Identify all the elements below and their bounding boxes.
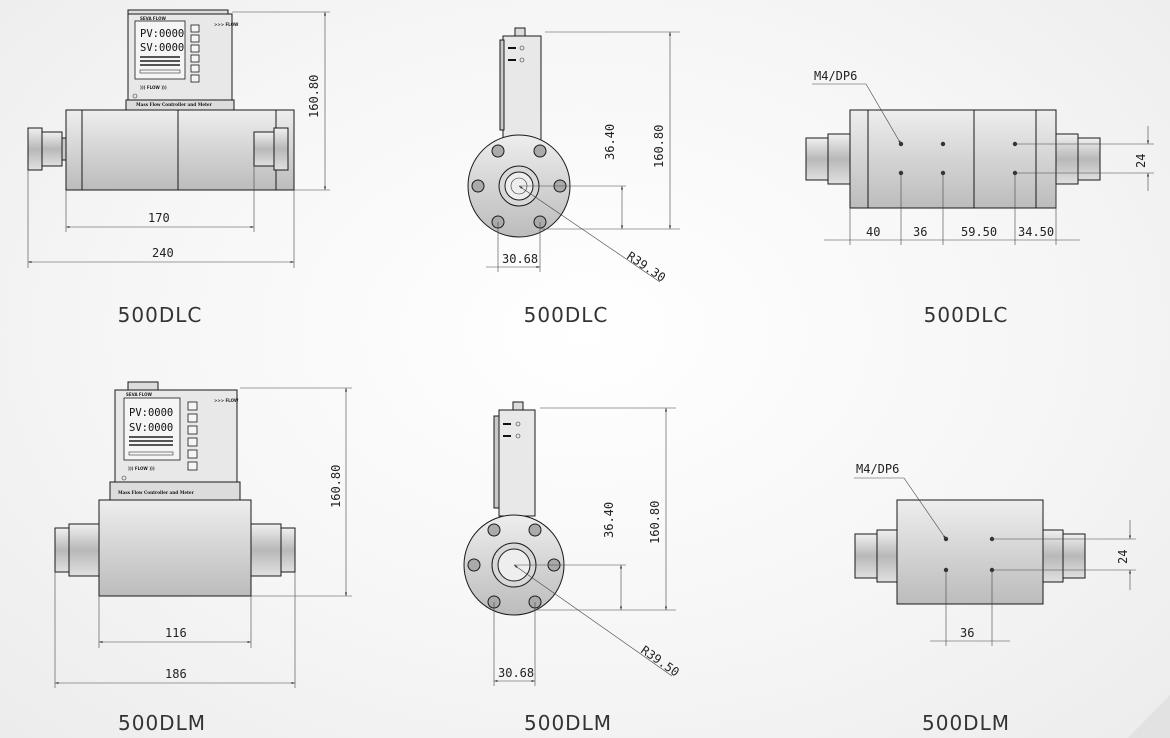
dim-radius: R39.30: [624, 249, 668, 285]
dim-body-length: 170: [148, 211, 170, 225]
body-label: Mass Flow Controller and Meter: [136, 102, 213, 107]
pv-readout: PV:0000: [129, 407, 173, 419]
dim-offset-4: 34.50: [1018, 225, 1054, 239]
dlm-side-view: 36.40 160.80 30.68 R39.50 500DLM: [463, 401, 682, 735]
flow-arrows-label: ))) FLOW ))): [128, 466, 155, 471]
dim-total-length: 186: [165, 667, 187, 681]
thread-callout: M4/DP6: [814, 69, 857, 83]
dim-height: 160.80: [329, 465, 343, 508]
dim-hole-gap: 24: [1116, 550, 1130, 564]
figure-caption: 500DLC: [118, 303, 203, 327]
dim-hole-gap: 24: [1134, 154, 1148, 168]
dim-offset-1: 40: [866, 225, 880, 239]
dim-height: 160.80: [307, 75, 321, 118]
dlm-front-view: SEVA FLOW >>> FLOW PV:0000 SV:0000 ))) F…: [54, 381, 352, 735]
flow-arrows-label: ))) FLOW ))): [140, 85, 167, 90]
dim-height: 160.80: [652, 125, 666, 168]
dim-total-length: 240: [152, 246, 174, 260]
dim-body-length: 116: [165, 626, 187, 640]
figure-caption: 500DLM: [524, 711, 612, 735]
dim-hole-pitch: 30.68: [498, 666, 534, 680]
figure-caption: 500DLC: [924, 303, 1009, 327]
dim-offset-3: 59.50: [961, 225, 997, 239]
body-label: Mass Flow Controller and Meter: [118, 490, 195, 495]
figure-caption: 500DLM: [922, 711, 1010, 735]
dim-height: 160.80: [648, 501, 662, 544]
brand-label: SEVA FLOW: [140, 16, 166, 21]
sv-readout: SV:0000: [129, 422, 173, 434]
dlc-front-view: SEVA FLOW >>> FLOW PV:0000 SV:0000 ))) F…: [27, 9, 330, 327]
corner-fold: [1128, 695, 1170, 738]
dim-hole-pitch: 30.68: [502, 252, 538, 266]
figure-caption: 500DLM: [118, 711, 206, 735]
dim-radius: R39.50: [638, 643, 682, 679]
dlm-bottom-view: M4/DP6 24 36 500DLM: [854, 462, 1136, 735]
flow-direction-label: >>> FLOW: [214, 22, 239, 27]
dim-offset-2: 36: [913, 225, 927, 239]
figure-caption: 500DLC: [524, 303, 609, 327]
dlc-bottom-view: M4/DP6 24 40 36 59.50 34.50 500DLC: [805, 69, 1154, 327]
sv-readout: SV:0000: [140, 42, 184, 54]
brand-label: SEVA FLOW: [126, 392, 152, 397]
dim-hole-pitch: 36: [960, 626, 974, 640]
dim-center-height: 36.40: [602, 502, 616, 538]
dlc-side-view: 36.40 160.80 30.68 R39.30 500DLC: [467, 27, 680, 327]
pv-readout: PV:0000: [140, 28, 184, 40]
dim-center-height: 36.40: [603, 124, 617, 160]
thread-callout: M4/DP6: [856, 462, 899, 476]
flow-direction-label: >>> FLOW: [214, 398, 239, 403]
